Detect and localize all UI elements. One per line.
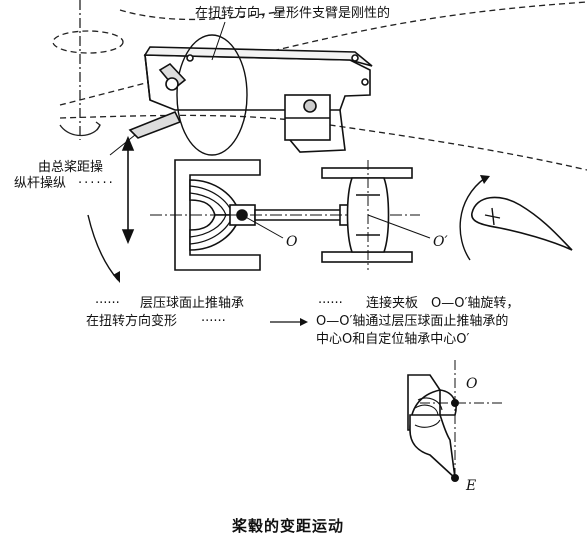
point-O-label: O bbox=[286, 234, 298, 250]
clamp-label-line1: 连接夹板 O—O′轴旋转， bbox=[366, 296, 520, 311]
spherical-bearing-housing bbox=[174, 159, 261, 271]
point-O-detail-label: O bbox=[466, 376, 478, 392]
control-label-line1: 由总桨距操 bbox=[38, 160, 104, 175]
bearing-label-dots2: ······ bbox=[201, 314, 226, 329]
clamp-label-line3: 中心O和自定位轴承中心O′ bbox=[316, 332, 470, 347]
rotor-axis bbox=[52, 0, 124, 140]
detail-axes bbox=[420, 360, 505, 482]
control-label-line2: 纵杆操纵 bbox=[14, 176, 67, 191]
collective-arrow bbox=[121, 135, 135, 245]
clamp-label-dots: ······ bbox=[318, 296, 343, 311]
control-label-dots: ······ bbox=[78, 176, 115, 191]
top-note-label: 在扭转方向，星形件支臂是刚性的 bbox=[195, 6, 391, 21]
point-Oprime-label: O′ bbox=[433, 234, 448, 250]
bearing-label-dots: ······ bbox=[95, 296, 120, 311]
bearing-label-line1: 层压球面止推轴承 bbox=[140, 296, 245, 311]
airfoil-section bbox=[471, 196, 573, 251]
bearing-label-line2: 在扭转方向变形 bbox=[86, 314, 178, 329]
clamp-label-line2: O—O′轴通过层压球面止推轴承的 bbox=[316, 314, 509, 329]
bearing-detail bbox=[407, 374, 457, 481]
figure-caption: 桨毂的变距运动 bbox=[232, 517, 345, 535]
point-E-label: E bbox=[466, 478, 477, 494]
clamp-assembly bbox=[128, 34, 373, 156]
